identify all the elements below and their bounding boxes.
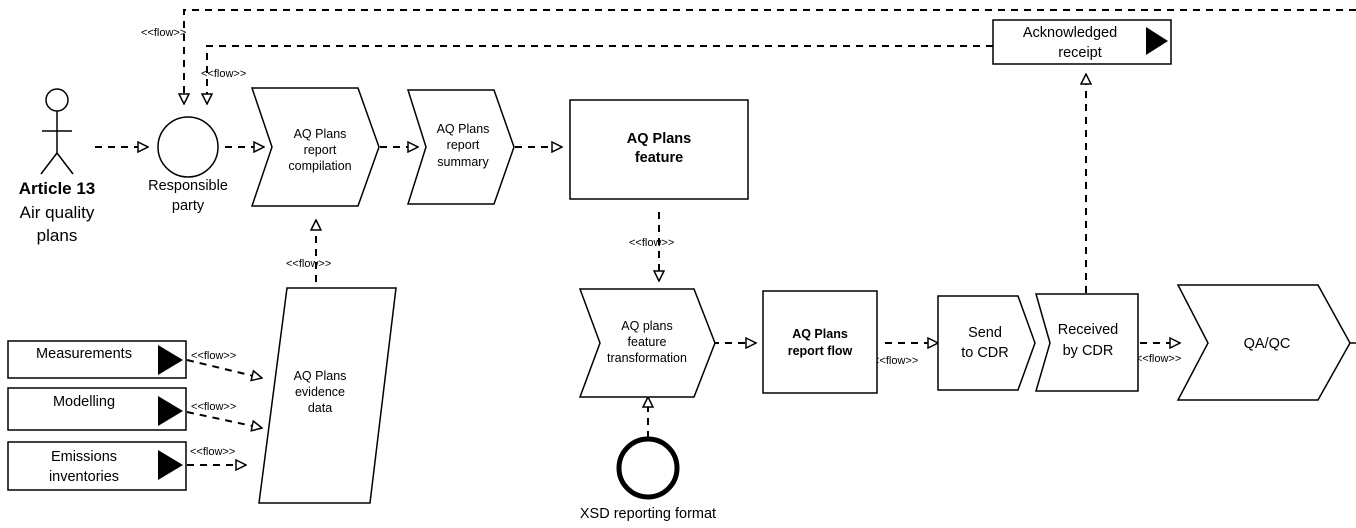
report-flow-line2: report flow bbox=[788, 344, 853, 358]
play-triangle-icon bbox=[158, 450, 183, 480]
send-line2: to CDR bbox=[961, 345, 1009, 361]
transformation-line2: feature bbox=[628, 335, 667, 349]
play-triangle-icon bbox=[1146, 27, 1168, 55]
feature-line1: AQ Plans bbox=[627, 131, 691, 147]
acknowledged-line2: receipt bbox=[1058, 45, 1102, 61]
evidence-line2: evidence bbox=[295, 385, 345, 399]
summary-line2: report bbox=[447, 138, 480, 152]
flow-label: <<flow>> bbox=[873, 355, 918, 367]
transformation-line1: AQ plans bbox=[621, 319, 672, 333]
actor-subtitle-line2: plans bbox=[37, 226, 78, 245]
compilation-line3: compilation bbox=[288, 159, 351, 173]
evidence-line1: AQ Plans bbox=[294, 369, 347, 383]
report-flow-box[interactable]: AQ Plans report flow bbox=[762, 290, 878, 394]
flow-labels: <<flow>> <<flow>> <<flow>> <<flow>> <<fl… bbox=[141, 27, 1181, 458]
party-circle bbox=[157, 116, 219, 178]
evidence-parallelogram[interactable]: AQ Plans evidence data bbox=[258, 287, 397, 504]
flow-label: <<flow>> bbox=[629, 237, 674, 249]
flow-label: <<flow>> bbox=[141, 27, 186, 39]
party-label-line1: Responsible bbox=[148, 178, 228, 194]
report-flow-line1: AQ Plans bbox=[792, 327, 848, 341]
received-by-cdr-box[interactable]: Received by CDR bbox=[1035, 293, 1139, 392]
summary-line3: summary bbox=[437, 155, 489, 169]
measurements-label: Measurements bbox=[36, 346, 132, 362]
modelling-event[interactable]: Modelling bbox=[7, 387, 187, 431]
compilation-chevron[interactable]: AQ Plans report compilation bbox=[250, 87, 380, 207]
stick-figure-icon bbox=[40, 88, 74, 175]
responsible-party-node[interactable]: Responsible party bbox=[148, 116, 228, 214]
received-line1: Received bbox=[1058, 322, 1118, 338]
qaqc-chevron[interactable]: QA/QC bbox=[1176, 284, 1356, 401]
actor-title: Article 13 bbox=[19, 179, 96, 198]
compilation-line1: AQ Plans bbox=[294, 127, 347, 141]
top-feedback-arrow bbox=[184, 9, 1356, 104]
play-triangle-icon bbox=[158, 396, 183, 426]
feature-box[interactable]: AQ Plans feature bbox=[569, 99, 749, 200]
xsd-label: XSD reporting format bbox=[580, 506, 716, 522]
actor-subtitle-line1: Air quality bbox=[20, 203, 95, 222]
measurements-event[interactable]: Measurements bbox=[7, 340, 187, 379]
send-to-cdr-chevron[interactable]: Send to CDR bbox=[937, 295, 1036, 391]
actor-article-13[interactable]: Article 13 Air quality plans bbox=[19, 88, 96, 245]
emissions-label-line1: Emissions bbox=[51, 449, 117, 465]
connectors bbox=[95, 9, 1356, 465]
modelling-label: Modelling bbox=[53, 394, 115, 410]
summary-line1: AQ Plans bbox=[437, 122, 490, 136]
acknowledged-receipt-event[interactable]: Acknowledged receipt bbox=[992, 19, 1172, 65]
flow-label: <<flow>> bbox=[191, 350, 236, 362]
flow-label: <<flow>> bbox=[191, 401, 236, 413]
evidence-line3: data bbox=[308, 401, 332, 415]
acknowledged-line1: Acknowledged bbox=[1023, 25, 1117, 41]
feature-line2: feature bbox=[635, 150, 683, 166]
play-triangle-icon bbox=[158, 345, 183, 375]
party-label-line2: party bbox=[172, 198, 205, 214]
measurements-to-evidence-arrow bbox=[186, 359, 262, 378]
flow-label: <<flow>> bbox=[190, 446, 235, 458]
compilation-line2: report bbox=[304, 143, 337, 157]
acknowledged-feedback-arrow bbox=[207, 45, 993, 104]
received-line2: by CDR bbox=[1063, 343, 1114, 359]
qaqc-label: QA/QC bbox=[1244, 336, 1291, 352]
flow-label: <<flow>> bbox=[286, 258, 331, 270]
transformation-line3: transformation bbox=[607, 351, 687, 365]
emissions-label-line2: inventories bbox=[49, 469, 119, 485]
xsd-format-node[interactable]: XSD reporting format bbox=[580, 436, 716, 522]
send-line1: Send bbox=[968, 325, 1002, 341]
transformation-chevron[interactable]: AQ plans feature transformation bbox=[578, 288, 716, 398]
summary-chevron[interactable]: AQ Plans report summary bbox=[406, 89, 515, 205]
emissions-event[interactable]: Emissions inventories bbox=[7, 441, 187, 491]
modelling-to-evidence-arrow bbox=[186, 411, 262, 428]
flow-label: <<flow>> bbox=[1136, 353, 1181, 365]
flow-label: <<flow>> bbox=[201, 68, 246, 80]
xsd-circle bbox=[616, 436, 680, 500]
